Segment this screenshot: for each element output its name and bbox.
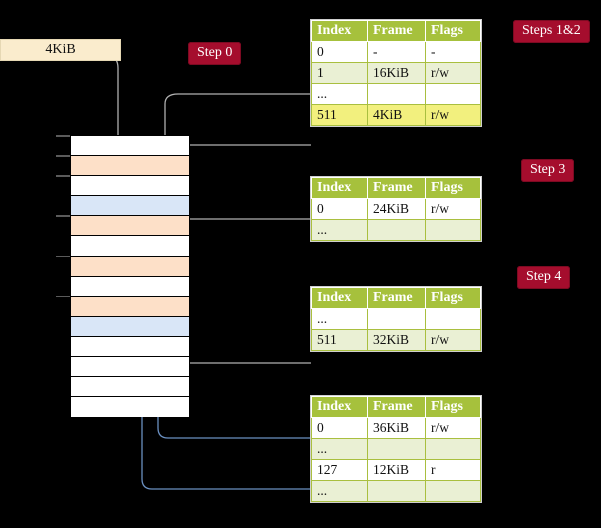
memory-row-12	[71, 377, 189, 398]
memory-row-10	[71, 337, 189, 358]
wire-t0-row1-to-memory	[164, 93, 311, 140]
memory-tick-6	[56, 255, 70, 258]
wire-t1-row0-to-memory	[177, 218, 311, 245]
cell-flags: r/w	[425, 62, 481, 84]
cell-index: 0	[311, 198, 368, 220]
memory-row-7	[71, 276, 189, 297]
cell-frame: 36KiB	[367, 417, 426, 439]
badge-steps-1-2: Steps 1&2	[513, 20, 590, 43]
cell-frame: 12KiB	[367, 459, 426, 481]
cell-index: ...	[311, 83, 368, 105]
table-row: ...	[311, 308, 481, 330]
column-header-index: Index	[311, 396, 368, 418]
memory-tick-4	[56, 215, 70, 217]
cell-frame	[367, 219, 426, 241]
memory-row-8	[71, 296, 189, 317]
table-row: ...	[311, 219, 481, 241]
table-row: ...	[311, 438, 481, 460]
cell-index: 127	[311, 459, 368, 481]
cell-flags: r/w	[425, 329, 481, 351]
cell-flags	[425, 219, 481, 241]
memory-row-2	[71, 176, 189, 197]
column-header-frame: Frame	[367, 177, 426, 199]
memory-row-5	[71, 236, 189, 257]
memory-row-6	[71, 256, 189, 277]
cell-flags: r	[425, 459, 481, 481]
memory-row-9	[71, 316, 189, 337]
cell-frame	[367, 480, 426, 502]
cell-index: 1	[311, 62, 368, 84]
badge-step-0: Step 0	[188, 42, 242, 65]
frame-label-text: 4KiB	[45, 42, 76, 57]
column-header-flags: Flags	[425, 396, 481, 418]
cell-frame: 16KiB	[367, 62, 426, 84]
memory-tick-8	[56, 295, 70, 298]
cell-flags	[425, 83, 481, 105]
cell-index: 0	[311, 417, 368, 439]
cell-flags: -	[425, 41, 481, 63]
cell-index: ...	[311, 480, 368, 502]
cell-index: 511	[311, 329, 368, 351]
cell-index: ...	[311, 308, 368, 330]
cell-flags	[425, 480, 481, 502]
frame-label-box: 4KiB	[0, 39, 121, 61]
cell-index: ...	[311, 219, 368, 241]
memory-row-0	[71, 136, 189, 157]
cell-flags: r/w	[425, 104, 481, 126]
memory-tick-1	[56, 155, 70, 157]
badge-step-3: Step 3	[521, 159, 575, 182]
column-header-frame: Frame	[367, 287, 426, 309]
cell-flags: r/w	[425, 417, 481, 439]
column-header-flags: Flags	[425, 177, 481, 199]
memory-row-11	[71, 357, 189, 378]
memory-row-4	[71, 216, 189, 237]
memory-tick-0	[56, 135, 70, 137]
cell-frame	[367, 438, 426, 460]
wire-t2-row511-to-memory	[177, 325, 311, 364]
column-header-index: Index	[311, 287, 368, 309]
cell-index: 0	[311, 41, 368, 63]
wire-t0-row511-to-memory	[177, 144, 311, 215]
cell-frame: 4KiB	[367, 104, 426, 126]
column-header-index: Index	[311, 20, 368, 42]
physical-memory-column	[70, 135, 190, 418]
column-header-flags: Flags	[425, 287, 481, 309]
cell-frame: 32KiB	[367, 329, 426, 351]
column-header-frame: Frame	[367, 20, 426, 42]
cell-frame: -	[367, 41, 426, 63]
cell-index: ...	[311, 438, 368, 460]
cell-flags: r/w	[425, 198, 481, 220]
table-row: 0--	[311, 41, 481, 63]
memory-row-13	[71, 397, 189, 418]
cell-index: 511	[311, 104, 368, 126]
cell-frame	[367, 308, 426, 330]
table-row: ...	[311, 480, 481, 502]
memory-row-3	[71, 196, 189, 217]
cell-flags	[425, 438, 481, 460]
cell-flags	[425, 308, 481, 330]
column-header-frame: Frame	[367, 396, 426, 418]
wire-frame-to-memory	[109, 55, 119, 145]
memory-tick-2	[56, 175, 70, 177]
cell-frame	[367, 83, 426, 105]
badge-step-4: Step 4	[517, 266, 571, 289]
table-row: ...	[311, 83, 481, 105]
column-header-index: Index	[311, 177, 368, 199]
column-header-flags: Flags	[425, 20, 481, 42]
memory-row-1	[71, 156, 189, 177]
cell-frame: 24KiB	[367, 198, 426, 220]
